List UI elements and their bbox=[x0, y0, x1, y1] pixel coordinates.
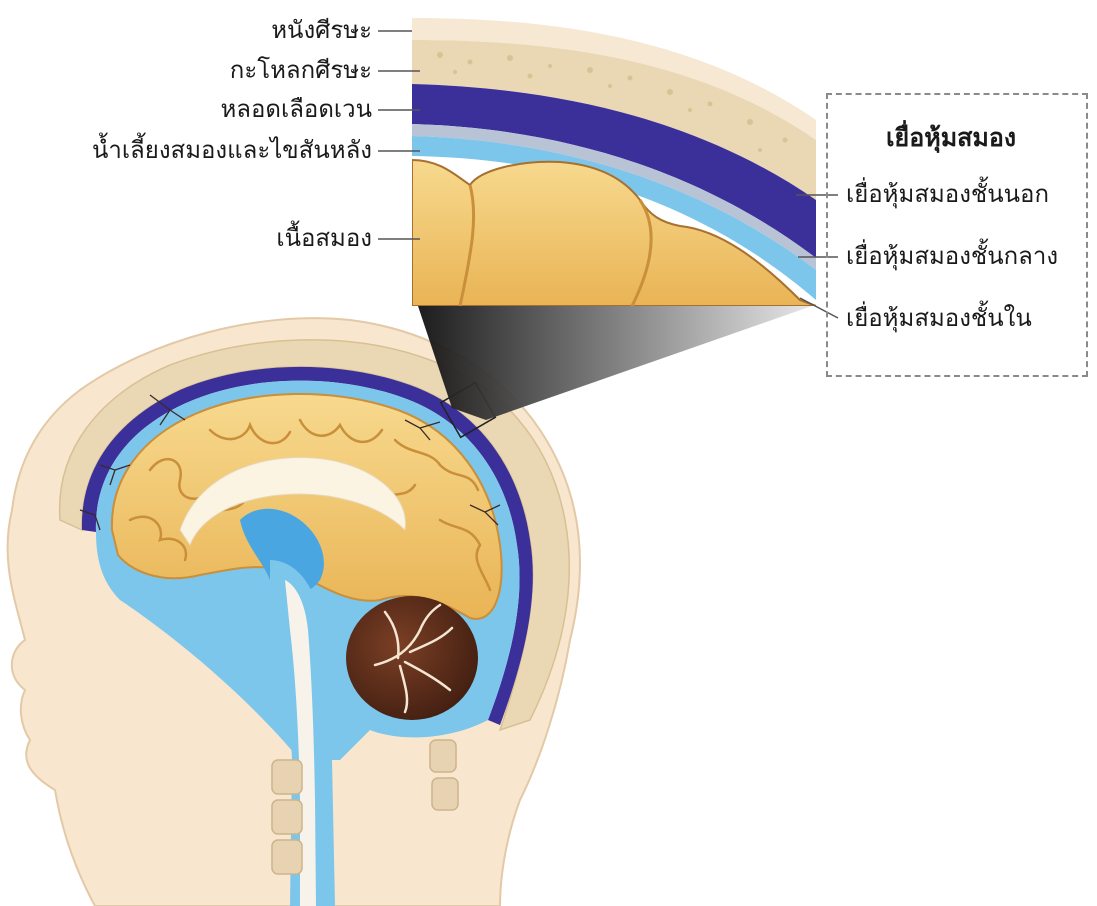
cerebellum bbox=[346, 596, 478, 720]
zoom-inset bbox=[412, 14, 816, 306]
label-dura-mater: เยื่อหุ้มสมองชั้นนอก bbox=[846, 182, 1049, 206]
label-arachnoid-mater: เยื่อหุ้มสมองชั้นกลาง bbox=[846, 244, 1058, 268]
magnification-funnel bbox=[418, 306, 812, 420]
label-csf: น้ำเลี้ยงสมองและไขสันหลัง bbox=[92, 138, 372, 162]
label-brain-tissue: เนื้อสมอง bbox=[276, 226, 372, 250]
label-scalp: หนังศีรษะ bbox=[271, 18, 372, 42]
label-skull: กะโหลกศีรษะ bbox=[230, 58, 372, 82]
label-vein: หลอดเลือดเวน bbox=[220, 97, 372, 121]
label-pia-mater: เยื่อหุ้มสมองชั้นใน bbox=[846, 306, 1032, 330]
meninges-title: เยื่อหุ้มสมอง bbox=[886, 118, 1016, 158]
